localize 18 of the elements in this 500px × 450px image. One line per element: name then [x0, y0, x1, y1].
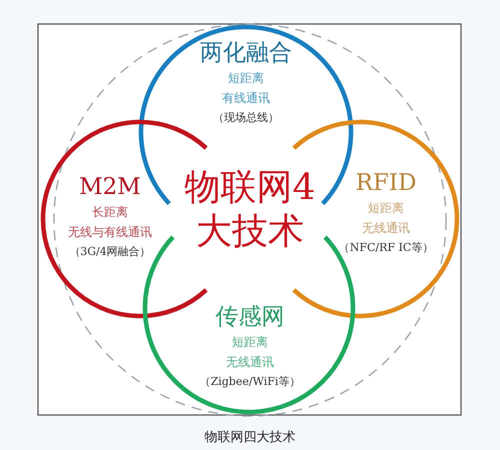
node-text: 短距离 — [232, 334, 268, 351]
caption: 物联网四大技术 — [204, 429, 296, 446]
node-text: 短距离 — [368, 200, 404, 217]
node-title: 两化融合 — [200, 39, 292, 68]
node-text: （现场总线） — [213, 110, 279, 126]
node-text: 无线通讯 — [226, 354, 274, 371]
node-text: 无线通讯 — [362, 220, 410, 237]
node-text: （NFC/RF IC等） — [338, 240, 434, 256]
node-title: 传感网 — [216, 303, 284, 332]
node-text: （3G/4网融合） — [69, 244, 151, 260]
node-text: 长距离 — [92, 204, 128, 221]
node-title: M2M — [79, 173, 141, 202]
node-text: （Zigbee/WiFi等） — [200, 374, 300, 390]
node-text: 有线通讯 — [222, 90, 270, 107]
node-text: 无线与有线通讯 — [68, 224, 152, 241]
node-title: RFID — [356, 169, 416, 198]
node-text: 短距离 — [228, 70, 264, 87]
center-title: 物联网4大技术 — [184, 166, 316, 254]
